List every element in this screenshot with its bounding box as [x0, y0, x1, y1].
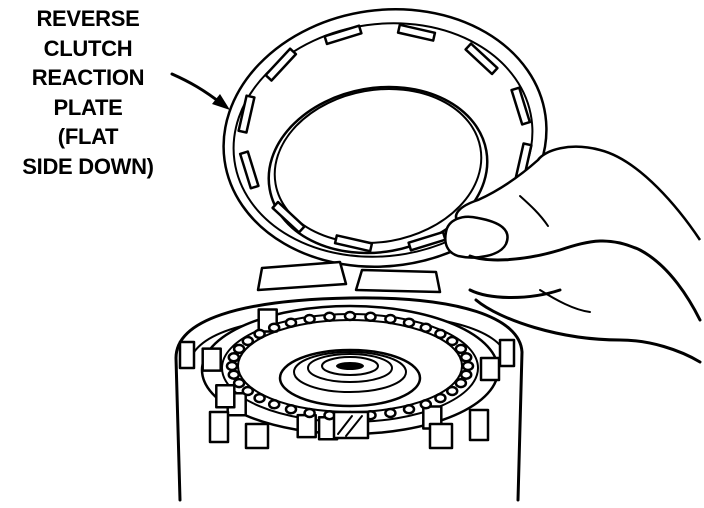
rim-lug: [479, 356, 501, 382]
clutch-tooth: [241, 335, 255, 347]
clutch-tooth: [253, 392, 266, 404]
clutch-tooth: [419, 322, 433, 333]
clutch-tooth: [232, 343, 246, 355]
hand: [444, 145, 702, 364]
clutch-tooth: [225, 360, 239, 372]
clutch-tooth: [267, 322, 281, 333]
plate-slot: [333, 234, 374, 253]
clutch-tooth: [454, 343, 468, 355]
clutch-tooth: [284, 404, 298, 415]
plate-slot: [464, 42, 499, 76]
clutch-tooth: [454, 377, 468, 389]
clutch-tooth: [364, 311, 377, 323]
clutch-tooth: [445, 335, 459, 347]
rim-lug: [201, 347, 222, 372]
clutch-tooth: [267, 399, 281, 410]
clutch-tooth: [402, 404, 416, 415]
plate-slot: [271, 200, 306, 234]
plate-slot: [396, 23, 437, 42]
plate-slot: [323, 24, 363, 46]
housing-lugs: [178, 338, 516, 450]
clutch-tooth: [323, 311, 336, 323]
callout-line-5: (FLAT: [57, 124, 119, 149]
plate-slot: [510, 86, 532, 126]
clutch-tooth: [445, 385, 459, 397]
plate-slot: [237, 94, 256, 134]
clutch-lugs: [201, 308, 501, 441]
reverse-clutch-reaction-plate: [222, 8, 548, 294]
callout-label: REVERSE CLUTCH REACTION PLATE (FLAT SIDE…: [0, 4, 176, 181]
clutch-tooth: [402, 317, 416, 328]
plate-slot: [238, 150, 260, 190]
clutch-tooth: [253, 328, 266, 340]
callout-line-2: CLUTCH: [43, 35, 133, 61]
clutch-tooth: [343, 310, 357, 322]
plate-slot: [264, 47, 298, 82]
clutch-tooth: [459, 352, 473, 363]
callout-line-6: SIDE DOWN): [22, 153, 154, 179]
callout-line-3: REACTION: [31, 65, 145, 90]
rim-lug: [215, 383, 236, 409]
clutch-tooth: [232, 377, 246, 389]
callout-line-1: REVERSE: [36, 6, 140, 31]
clutch-tooth: [303, 407, 316, 419]
rim-lug: [296, 413, 317, 439]
callout-line-4: PLATE: [53, 94, 123, 120]
clutch-tooth: [241, 385, 255, 397]
clutch-tooth: [459, 369, 473, 380]
clutch-tooth: [384, 407, 397, 419]
clutch-tooth: [284, 317, 298, 328]
clutch-tooth: [303, 313, 316, 325]
callout-arrow: [170, 72, 230, 110]
clutch-tooth: [419, 399, 433, 410]
clutch-tooth: [384, 313, 397, 325]
clutch-tooth: [227, 369, 241, 380]
clutch-tooth: [434, 392, 447, 404]
clutch-tooth: [227, 352, 241, 363]
center-hub: [278, 348, 422, 440]
clutch-tooth: [434, 328, 447, 340]
clutch-tooth: [461, 360, 475, 372]
